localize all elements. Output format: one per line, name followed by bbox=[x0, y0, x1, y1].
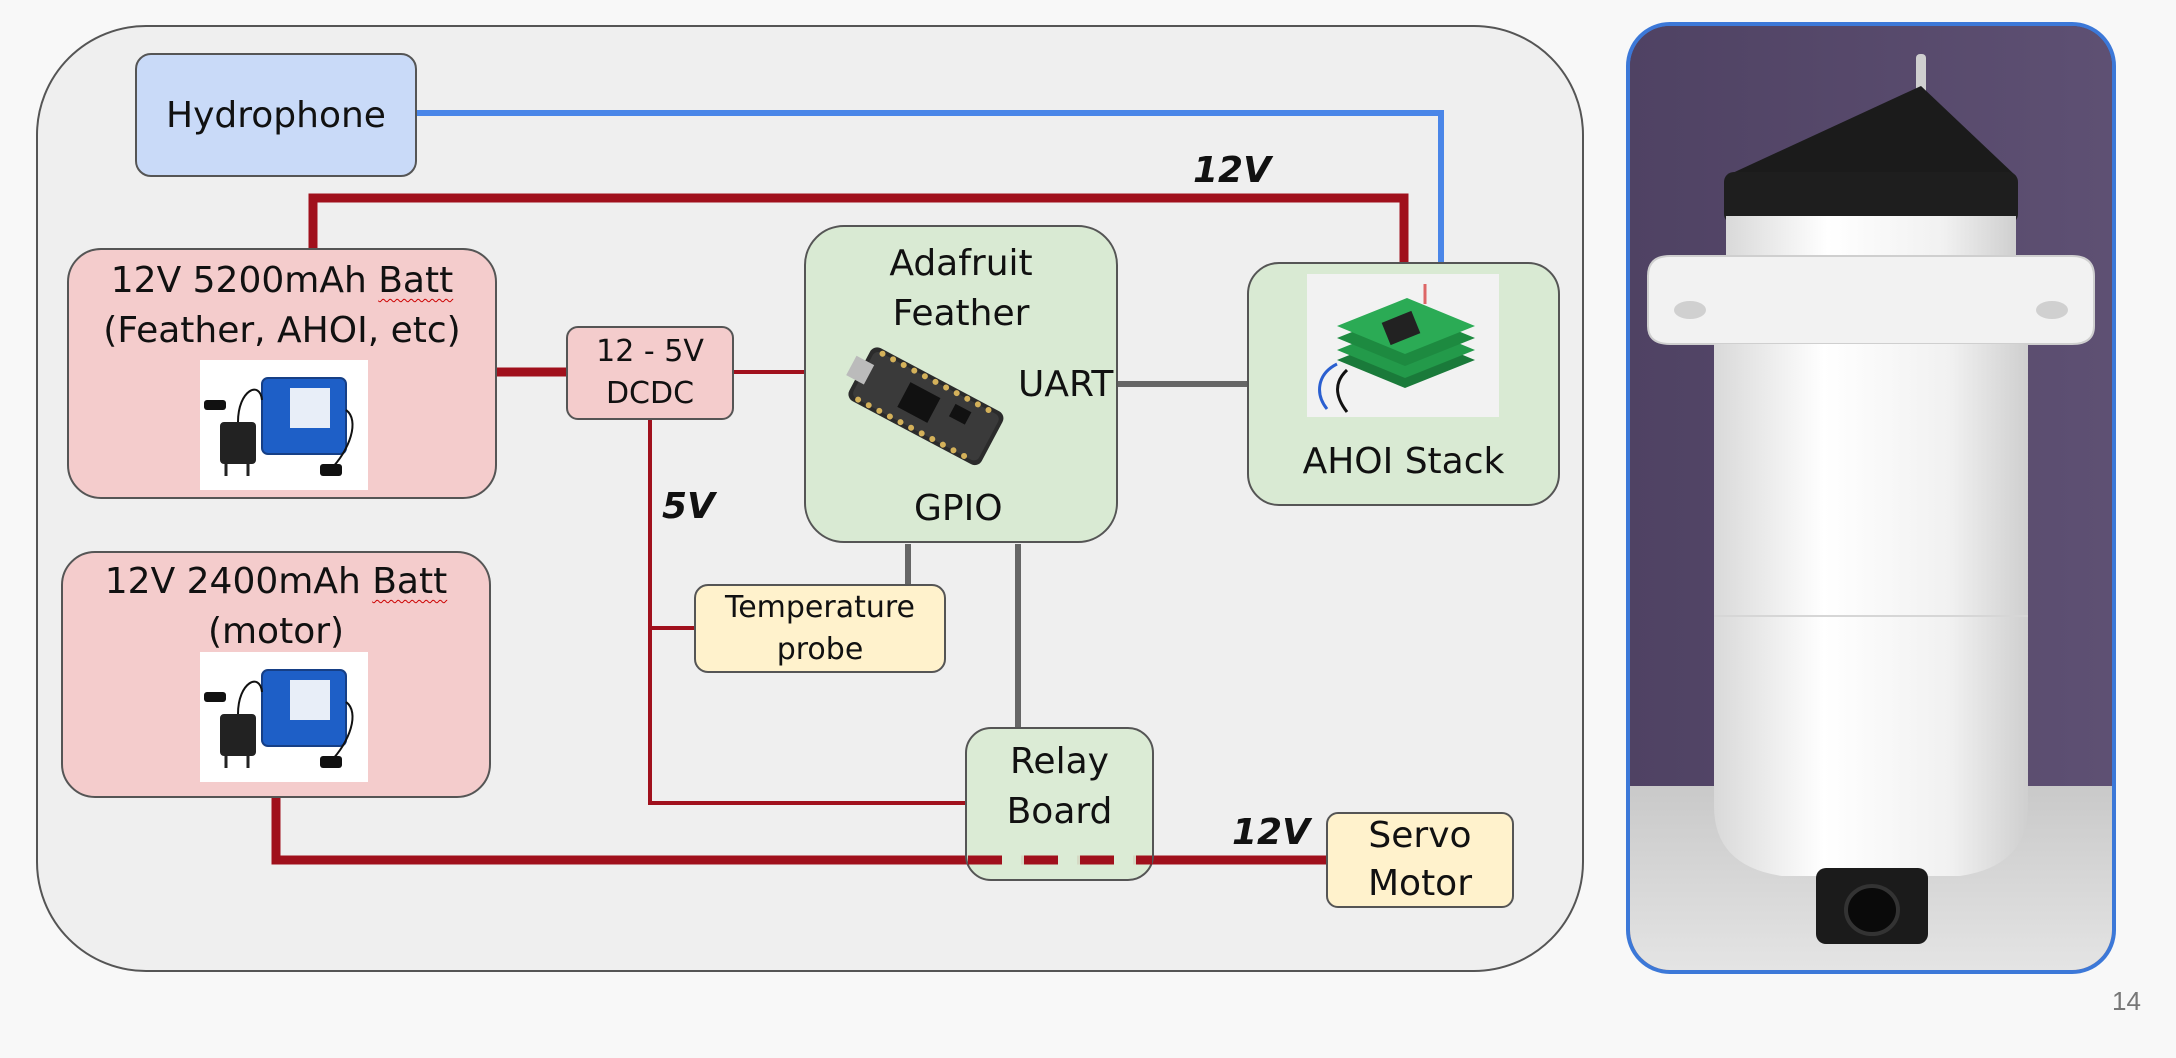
temperature-line2: probe bbox=[776, 631, 864, 667]
dcdc-line1: 12 - 5V bbox=[596, 334, 704, 369]
feather-board-image bbox=[846, 347, 1004, 466]
servo-line2: Motor bbox=[1367, 863, 1473, 904]
battery-5200-title: 12V 5200mAh Batt bbox=[110, 260, 454, 301]
hydrophone-box: Hydrophone bbox=[135, 53, 417, 177]
voltage-label-5v: 5V bbox=[662, 486, 715, 527]
battery-2400-title: 12V 2400mAh Batt bbox=[104, 561, 448, 602]
gpio-label: GPIO bbox=[914, 488, 1003, 529]
power-wire-5v bbox=[648, 420, 965, 805]
servo-line1: Servo bbox=[1368, 815, 1472, 856]
slide-number: 14 bbox=[2112, 986, 2141, 1016]
dcdc-converter-box: 12 - 5V DCDC bbox=[566, 326, 734, 420]
servo-motor-box: Servo Motor bbox=[1326, 812, 1514, 908]
relay-board-box: Relay Board bbox=[965, 727, 1154, 881]
power-wire-batt2 bbox=[271, 798, 965, 865]
relay-line1: Relay bbox=[1010, 741, 1109, 782]
battery-charger-image-2 bbox=[200, 652, 368, 782]
feather-line2: Feather bbox=[892, 293, 1030, 334]
relay-line2: Board bbox=[1006, 791, 1113, 832]
temperature-probe-box: Temperature probe bbox=[694, 584, 946, 673]
ahoi-stack-label: AHOI Stack bbox=[1302, 441, 1505, 482]
battery-5200-subtitle: (Feather, AHOI, etc) bbox=[103, 310, 461, 351]
dcdc-line2: DCDC bbox=[605, 376, 695, 411]
feather-line1: Adafruit bbox=[889, 243, 1033, 284]
voltage-label-12v-top: 12V bbox=[1193, 150, 1271, 191]
power-wire-12v-top bbox=[308, 193, 1409, 262]
device-housing-photo bbox=[1626, 22, 2116, 974]
housing-illustration bbox=[1630, 26, 2112, 970]
hydrophone-wire bbox=[416, 110, 1444, 262]
battery-2400-subtitle: (motor) bbox=[207, 611, 345, 652]
temperature-line1: Temperature bbox=[724, 589, 916, 625]
ahoi-stack-image bbox=[1307, 274, 1499, 417]
hydrophone-label: Hydrophone bbox=[166, 94, 386, 136]
uart-label: UART bbox=[1018, 364, 1114, 405]
battery-charger-image-1 bbox=[200, 360, 368, 490]
voltage-label-12v-bottom: 12V bbox=[1232, 812, 1310, 853]
